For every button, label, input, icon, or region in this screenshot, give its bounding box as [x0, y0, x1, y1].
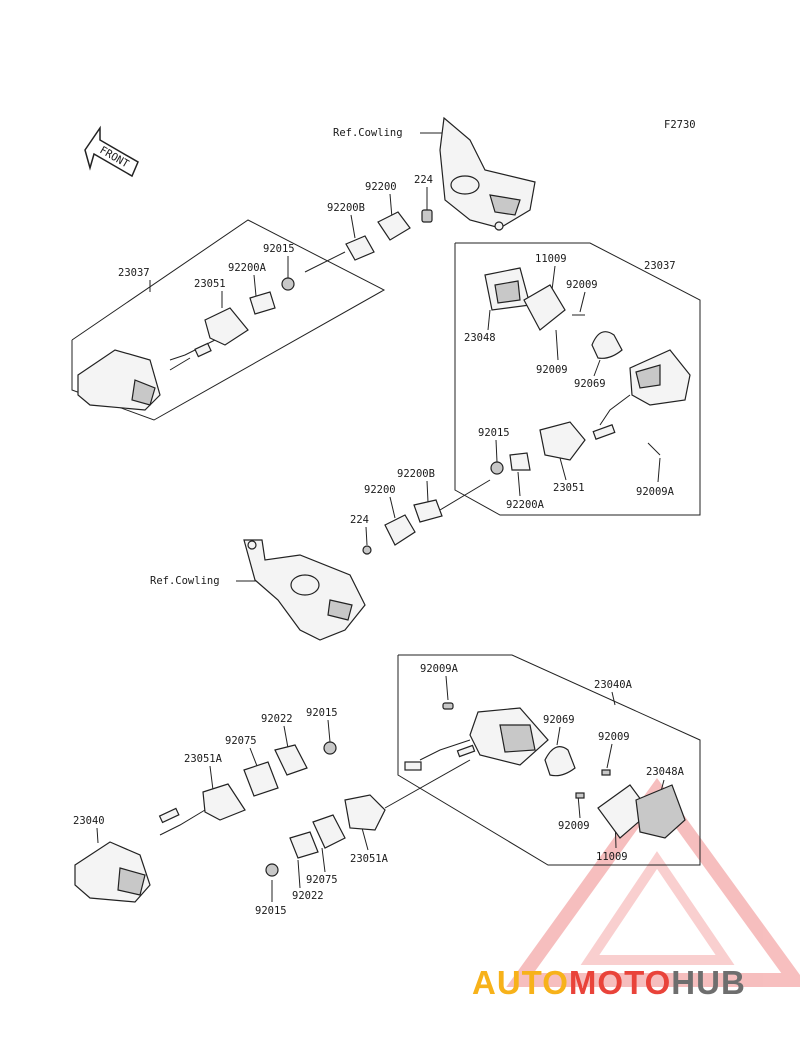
label-23040-rear: 23040 [73, 815, 105, 827]
watermark-brand: AUTOMOTOHUB [472, 964, 746, 1002]
label-11009-right: 11009 [535, 253, 567, 265]
label-92009-rear-a: 92009 [598, 731, 630, 743]
label-92200A-left: 92200A [228, 262, 267, 274]
label-92015-right: 92015 [478, 427, 510, 439]
label-92015-rear-bottom: 92015 [255, 905, 287, 917]
label-92069-rear: 92069 [543, 714, 575, 726]
label-92009-right-a: 92009 [566, 279, 598, 291]
label-23051A-rear-bottom: 23051A [350, 853, 389, 865]
label-92200-mid: 92200 [364, 484, 396, 496]
turn-signal-rear-right [404, 702, 686, 839]
label-92009-rear-b: 92009 [558, 820, 590, 832]
label-23037-right: 23037 [644, 260, 676, 272]
figure-code: F2730 [664, 119, 696, 131]
label-92022-rear-top: 92022 [261, 713, 293, 725]
turn-signal-rear-left [74, 741, 386, 903]
label-92200B-top: 92200B [327, 202, 365, 214]
turn-signal-front-right [484, 267, 691, 475]
rubber-92200-mid [362, 499, 443, 555]
label-92009A-right: 92009A [636, 486, 675, 498]
label-92015-rear-top: 92015 [306, 707, 338, 719]
ref-cowling-mid: Ref.Cowling [150, 575, 220, 587]
brand-part-hub: HUB [671, 964, 746, 1001]
label-92009A-rear: 92009A [420, 663, 459, 675]
cowling-bracket-top [439, 116, 536, 231]
brand-part-moto: MOTO [568, 964, 672, 1001]
cowling-bracket-mid [243, 539, 366, 641]
ref-cowling-top: Ref.Cowling [333, 127, 403, 139]
label-92075-rear-bottom: 92075 [306, 874, 338, 886]
rubber-92200-top [345, 209, 433, 261]
label-92075-rear-top: 92075 [225, 735, 257, 747]
label-23048-right: 23048 [464, 332, 496, 344]
label-224-mid: 224 [350, 514, 369, 526]
label-92022-rear-bottom: 92022 [292, 890, 324, 902]
label-92069-right: 92069 [574, 378, 606, 390]
label-224-top: 224 [414, 174, 433, 186]
label-11009-rear: 11009 [596, 851, 628, 863]
label-23037-left: 23037 [118, 267, 150, 279]
label-92200B-mid: 92200B [397, 468, 435, 480]
label-92200A-right: 92200A [506, 499, 545, 511]
front-arrow-icon: FRONT [84, 125, 139, 178]
label-23051A-rear-top: 23051A [184, 753, 223, 765]
label-23051-left: 23051 [194, 278, 226, 290]
label-92009-right-b: 92009 [536, 364, 568, 376]
label-92015-left: 92015 [263, 243, 295, 255]
label-23048A-rear: 23048A [646, 766, 685, 778]
label-92200-top: 92200 [365, 181, 397, 193]
brand-part-auto: AUTO [472, 964, 569, 1001]
watermark-logo-triangle [506, 778, 800, 987]
turn-signal-front-left [77, 277, 295, 411]
label-23040A-rear: 23040A [594, 679, 633, 691]
label-23051-right: 23051 [553, 482, 585, 494]
